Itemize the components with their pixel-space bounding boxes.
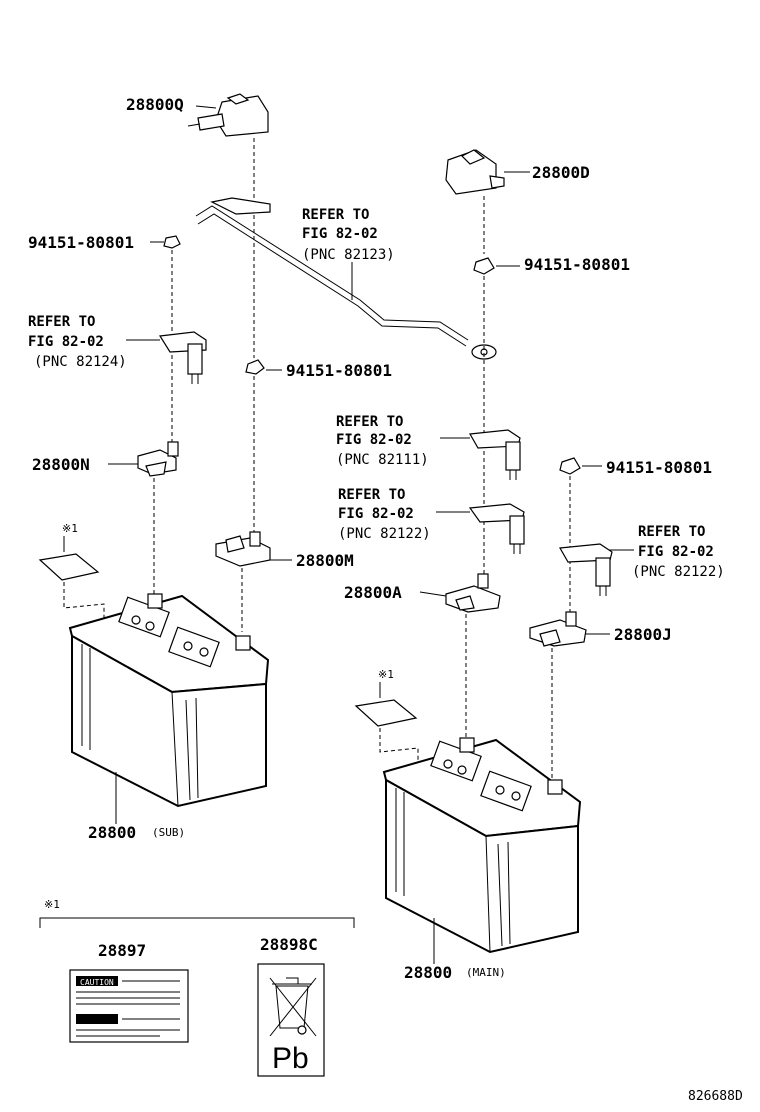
nut-left-top[interactable] (163, 235, 181, 249)
terminal-cover-d[interactable] (445, 149, 505, 195)
part-label-28897: 28897 (98, 941, 146, 960)
nut-middle[interactable] (245, 359, 265, 375)
nut-right-lower[interactable] (559, 457, 581, 475)
terminal-28800m[interactable] (215, 531, 271, 567)
battery-sub-tag: (SUB) (152, 826, 185, 839)
cable-bracket-82124 (158, 331, 207, 384)
part-label-nut-3: 94151-80801 (286, 361, 392, 380)
caution-label-text: CAUTION (80, 978, 114, 987)
battery-main-number: 28800 (404, 963, 452, 982)
part-label-nut-2: 94151-80801 (524, 255, 630, 274)
diagram-code: 826688D (688, 1089, 743, 1104)
note-mark-3: ※1 (44, 898, 60, 911)
battery-sub[interactable] (68, 593, 270, 808)
refer-text-3a: REFER TO (336, 414, 403, 430)
refer-text-5b: FIG 82-02 (638, 544, 714, 560)
refer-text-3b: FIG 82-02 (336, 432, 412, 448)
refer-text-2b: FIG 82-02 (28, 334, 104, 350)
label-sticker-main (354, 699, 418, 727)
battery-main[interactable] (382, 737, 582, 954)
refer-text-3c: (PNC 82111) (336, 452, 429, 468)
part-label-nut-4: 94151-80801 (606, 458, 712, 477)
battery-sub-number: 28800 (88, 823, 136, 842)
terminal-cover-q[interactable] (187, 93, 269, 137)
cable-bracket-82122-center (468, 503, 525, 554)
part-label-28800m: 28800M (296, 551, 354, 570)
terminal-28800a[interactable] (445, 573, 501, 613)
caution-label[interactable]: CAUTION (69, 969, 189, 1043)
pb-symbol: Pb (272, 1042, 309, 1075)
recycle-label[interactable]: Pb (257, 963, 325, 1077)
part-label-28800a: 28800A (344, 583, 402, 602)
part-label-nut-1: 94151-80801 (28, 233, 134, 252)
part-label-28898c: 28898C (260, 935, 318, 954)
part-label-28800n: 28800N (32, 455, 90, 474)
refer-text-1c: (PNC 82123) (302, 247, 395, 263)
refer-text-4c: (PNC 82122) (338, 526, 431, 542)
refer-text-4a: REFER TO (338, 487, 405, 503)
cable-bracket-82111 (469, 429, 521, 480)
refer-text-1a: REFER TO (302, 207, 369, 223)
terminal-28800n[interactable] (137, 441, 179, 477)
part-label-28800j: 28800J (614, 625, 672, 644)
cable-bracket-82122-right (559, 543, 613, 596)
refer-text-5a: REFER TO (638, 524, 705, 540)
label-sticker-sub (38, 553, 100, 581)
refer-text-1b: FIG 82-02 (302, 226, 378, 242)
refer-text-4b: FIG 82-02 (338, 506, 414, 522)
terminal-28800j[interactable] (529, 611, 587, 647)
refer-text-5c: (PNC 82122) (632, 564, 725, 580)
note-mark-2: ※1 (378, 668, 394, 681)
nut-right-top[interactable] (473, 257, 495, 275)
part-label-28800d: 28800D (532, 163, 590, 182)
part-label-28800q: 28800Q (126, 95, 184, 114)
refer-text-2c: (PNC 82124) (34, 354, 127, 370)
battery-main-tag: (MAIN) (466, 966, 506, 979)
note-mark-1: ※1 (62, 522, 78, 535)
refer-text-2a: REFER TO (28, 314, 95, 330)
